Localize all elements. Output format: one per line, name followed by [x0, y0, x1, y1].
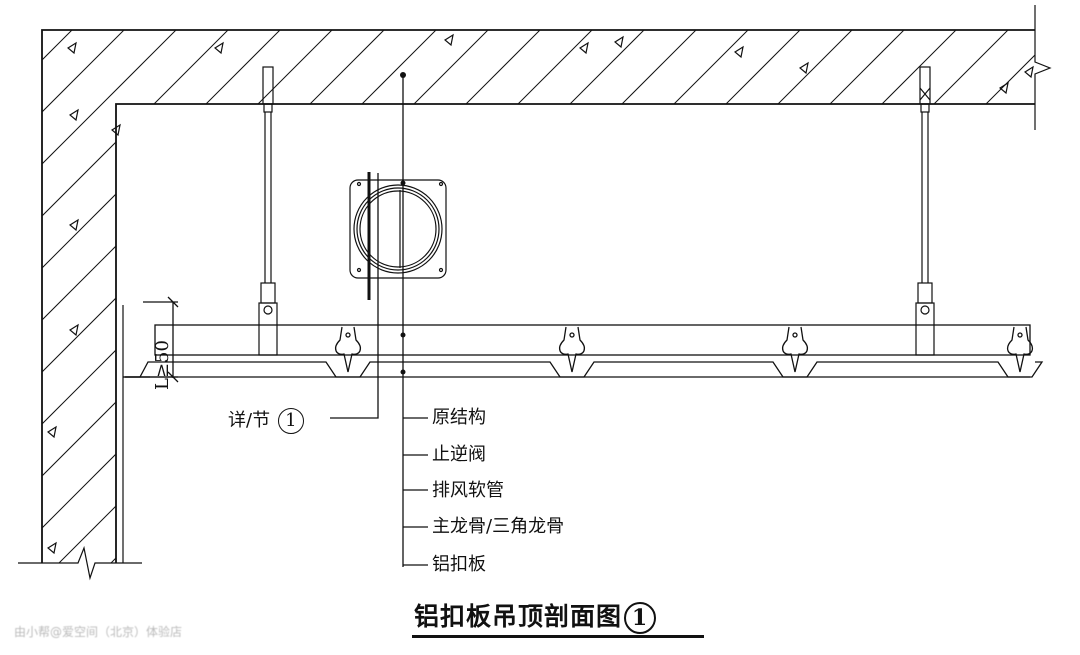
clip-hole [792, 332, 798, 338]
panel-profile [125, 361, 1044, 378]
aggregate-triangle [613, 35, 624, 49]
aggregate-triangle [798, 61, 809, 75]
aggregate-triangle [46, 541, 57, 555]
aggregate-triangle [733, 45, 744, 59]
triangle-keel-clip [781, 326, 809, 373]
leader-lines [123, 75, 428, 567]
hatch-line [42, 30, 155, 563]
hatch-line [42, 30, 103, 563]
label-keel: 主龙骨/三角龙骨 [432, 516, 565, 537]
detail-callout-number: 1 [277, 408, 304, 434]
drawing-title-text: 铝扣板吊顶剖面图 [414, 602, 623, 631]
aggregate-triangle [213, 41, 224, 55]
clip-hole [569, 332, 575, 338]
detail-callout: 详/节 1 [228, 408, 304, 434]
aggregate-triangle [578, 41, 589, 55]
aggregate-marks [46, 33, 1034, 555]
hanger-right [915, 66, 935, 356]
triangle-keel-clip [558, 326, 586, 373]
title-underline [412, 635, 704, 638]
aggregate-triangle [1023, 65, 1034, 79]
clip-hole [1017, 332, 1023, 338]
hatch-line [42, 30, 207, 563]
aggregate-triangle [110, 123, 121, 137]
dimension-label: L≥50 [152, 340, 173, 390]
hanger-left [258, 66, 278, 356]
aggregate-triangle [46, 425, 57, 439]
aluminum-panel [125, 326, 1044, 378]
drawing-title-number: 1 [624, 602, 657, 634]
label-exhaust-hose: 排风软管 [432, 480, 504, 501]
aggregate-triangle [68, 218, 79, 232]
aggregate-triangle [68, 323, 79, 337]
aggregate-triangle [66, 41, 77, 55]
aggregate-triangle [443, 33, 454, 47]
watermark: 由小帮@爱空间（北京）体验店 [14, 625, 183, 639]
label-check-valve: 止逆阀 [432, 444, 486, 465]
triangle-keel-clip [334, 326, 362, 373]
check-valve [349, 172, 447, 300]
hatch-line [1064, 0, 1080, 650]
label-original-structure: 原结构 [432, 407, 486, 428]
leader-dots [400, 72, 406, 375]
aggregate-triangle [68, 108, 79, 122]
clip-hole [345, 332, 351, 338]
main-keel [154, 324, 1031, 356]
detail-callout-label: 详/节 [228, 410, 271, 431]
aggregate-triangle [998, 81, 1009, 95]
triangle-keel-clip [1006, 326, 1034, 373]
label-aluminum-panel: 铝扣板 [432, 554, 486, 575]
